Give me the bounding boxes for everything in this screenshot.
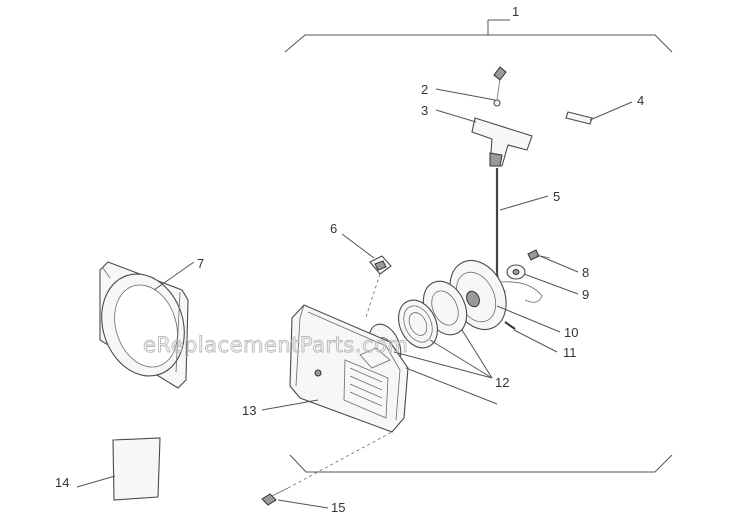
washer-part [506, 264, 526, 280]
instruction-decal-part [112, 437, 161, 501]
leader-9 [523, 273, 579, 295]
pawl-part [364, 255, 392, 321]
fan-cover-part [99, 261, 189, 389]
callout-10: 10 [564, 325, 578, 340]
leader-10 [496, 305, 561, 333]
callout-5: 5 [553, 189, 560, 204]
callout-15: 15 [331, 500, 345, 515]
starter-handle-part [471, 117, 533, 167]
leader-13 [261, 399, 319, 411]
callout-7: 7 [197, 256, 204, 271]
leader-12d [405, 367, 498, 405]
leader-15 [277, 499, 329, 509]
callout-6: 6 [330, 221, 337, 236]
assembly-bracket-top [284, 19, 673, 53]
screw-part [527, 249, 551, 261]
leader-12c [393, 351, 493, 379]
callout-labels: 1 2 3 4 5 6 7 8 9 10 11 12 13 14 15 [55, 4, 644, 515]
leader-3 [435, 109, 477, 123]
leader-4 [589, 101, 633, 121]
starter-housing-part [289, 304, 409, 433]
callout-2: 2 [421, 82, 428, 97]
decal-part [565, 111, 593, 125]
pin-part [504, 321, 516, 330]
leader-8 [539, 255, 579, 273]
watermark: eReplacementParts.com [143, 333, 408, 357]
leader-2 [435, 88, 496, 101]
callout-3: 3 [421, 103, 428, 118]
leader-5 [499, 195, 549, 211]
leader-14 [76, 475, 116, 488]
callout-4: 4 [637, 93, 644, 108]
callout-12: 12 [495, 375, 509, 390]
leader-11 [513, 329, 558, 353]
callout-1: 1 [512, 4, 519, 19]
rope-pin-part [493, 66, 507, 107]
assembly-bracket-bottom [289, 454, 673, 473]
leader-6 [341, 233, 375, 259]
callout-9: 9 [582, 287, 589, 302]
leader-12b [429, 339, 493, 379]
leader-12a [461, 329, 493, 379]
callout-8: 8 [582, 265, 589, 280]
callout-13: 13 [242, 403, 256, 418]
leader-7 [153, 261, 195, 291]
callout-14: 14 [55, 475, 69, 490]
leader-lines [76, 88, 633, 509]
callout-11: 11 [563, 345, 577, 360]
housing-screw-part [261, 431, 393, 506]
starter-rope-part [495, 168, 506, 293]
